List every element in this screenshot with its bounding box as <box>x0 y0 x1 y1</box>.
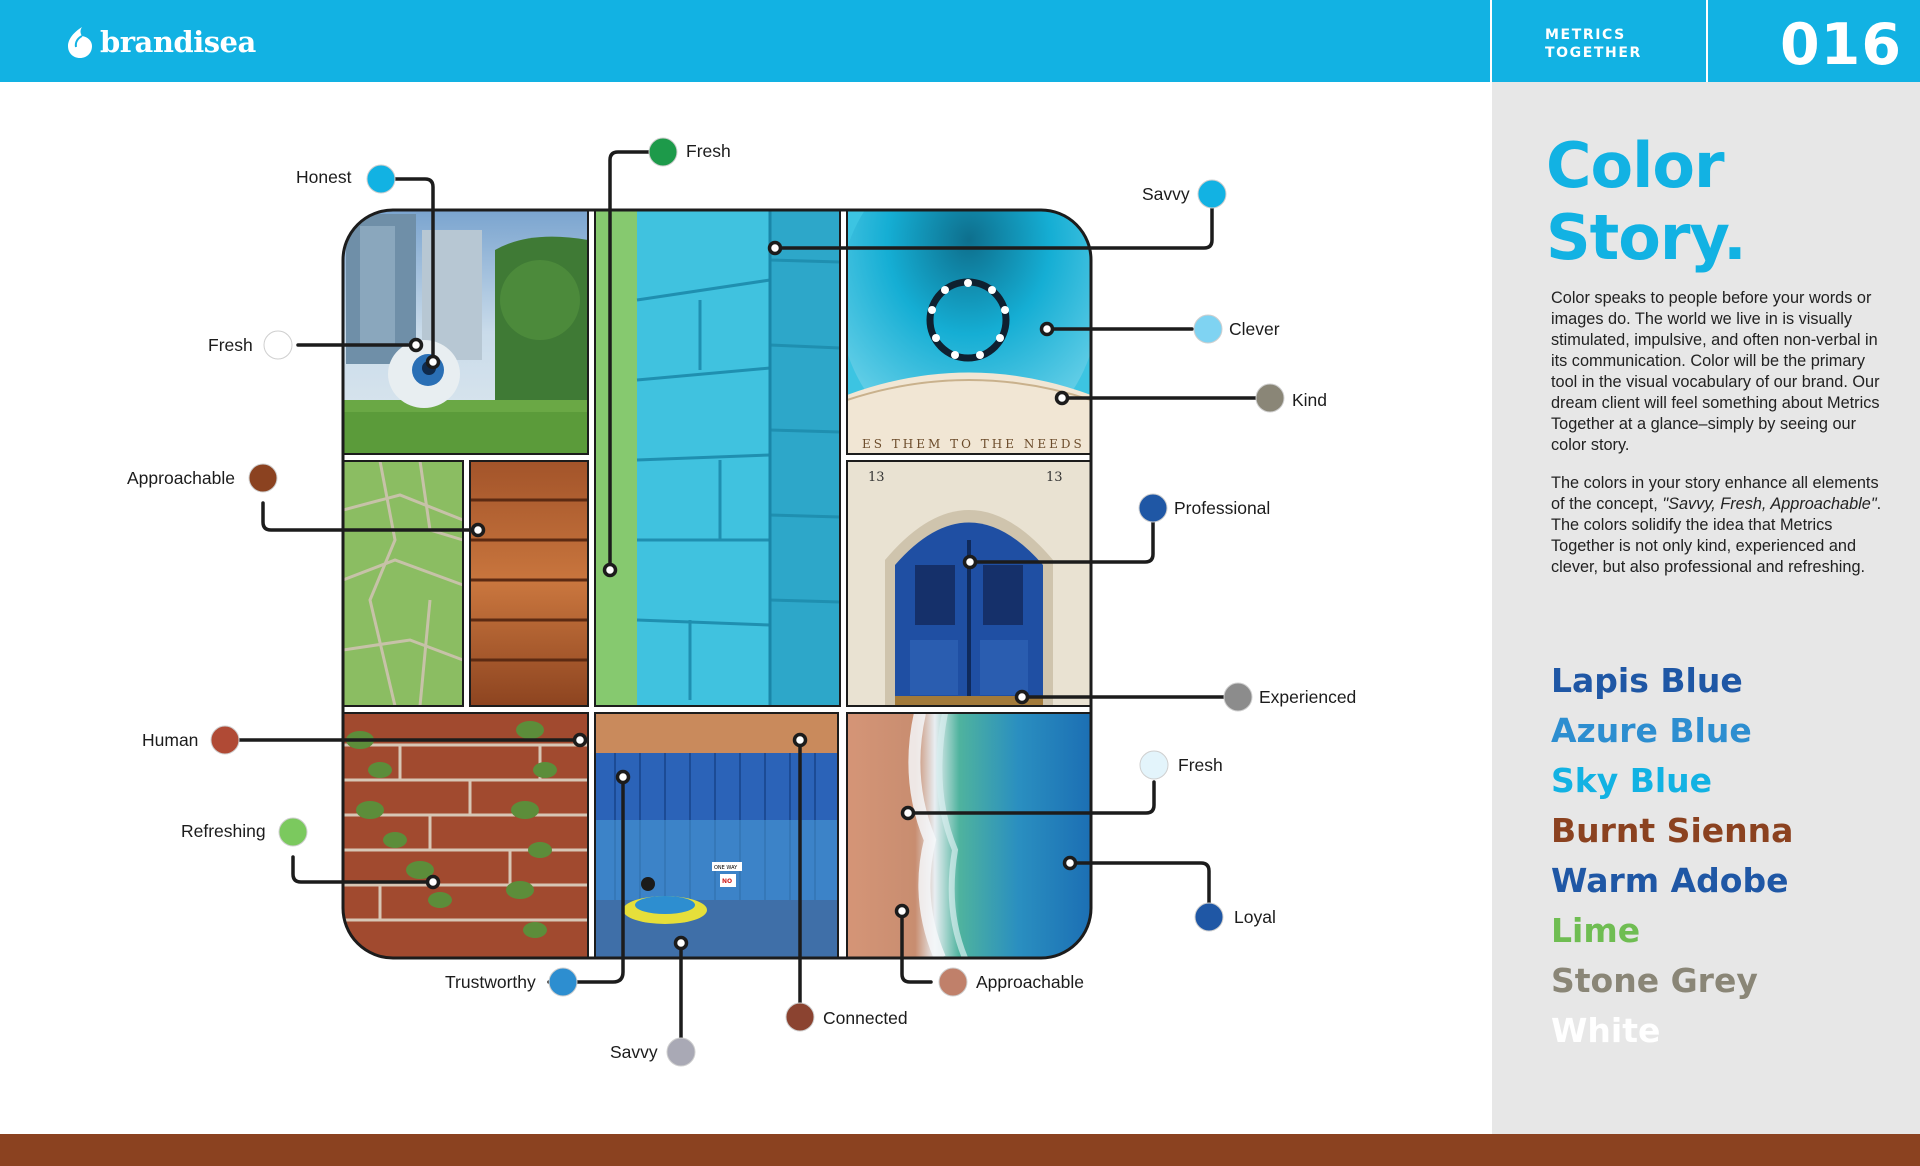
swatch-clever <box>1193 314 1223 344</box>
callout-label-savvy: Savvy <box>1142 184 1190 204</box>
swatch-connected <box>785 1002 815 1032</box>
photo-eye-sculpture <box>343 210 588 454</box>
concept-quote: "Savvy, Fresh, Approachable" <box>1662 495 1877 513</box>
palette-burnt-sienna: Burnt Sienna <box>1551 811 1794 850</box>
callout-label-experienced: Experienced <box>1259 687 1357 707</box>
palette-stone-grey: Stone Grey <box>1551 961 1758 1000</box>
header-divider <box>1706 0 1708 82</box>
no-sign: NO <box>722 878 732 885</box>
paragraph-2-text: The colors in your story enhance all ele… <box>1551 474 1879 513</box>
swatch-fresh <box>648 137 678 167</box>
swatch-human <box>210 725 240 755</box>
swatch-fresh <box>1139 750 1169 780</box>
dome-inscription: ES THEM TO THE NEEDS <box>862 437 1085 451</box>
photo-aerial-beach <box>847 711 1091 958</box>
callout-label-kind: Kind <box>1292 390 1328 410</box>
brand-logo[interactable]: brandisea <box>66 24 256 60</box>
swatch-savvy <box>666 1037 696 1067</box>
palette-lime: Lime <box>1551 911 1641 950</box>
callout-label-connected: Connected <box>823 1008 908 1028</box>
swatch-fresh <box>263 330 293 360</box>
callout-label-clever: Clever <box>1229 319 1280 339</box>
callout-label-savvy: Savvy <box>610 1042 658 1062</box>
callout-label-fresh: Fresh <box>1178 755 1223 775</box>
callout-markers <box>408 240 1078 951</box>
photo-red-brick-ivy <box>343 713 588 958</box>
mosaic-frame <box>341 208 1093 960</box>
callout-label-fresh: Fresh <box>686 141 731 161</box>
callout-label-refreshing: Refreshing <box>181 821 266 841</box>
page-number: 016 <box>1780 12 1902 78</box>
photo-bumper-car: ONE WAY NO <box>595 713 838 958</box>
palette-white: White <box>1551 1011 1661 1050</box>
color-story-sidebar: Color Story. Color speaks to people befo… <box>1492 82 1920 1134</box>
palette-azure-blue: Azure Blue <box>1551 711 1752 750</box>
photo-wood-logs <box>470 461 588 706</box>
footer-bar <box>0 1134 1920 1166</box>
palette-warm-adobe: Warm Adobe <box>1551 861 1789 900</box>
palette-sky-blue: Sky Blue <box>1551 761 1713 800</box>
callout-label-approachable: Approachable <box>976 972 1084 992</box>
client-name: METRICS TOGETHER <box>1545 26 1642 62</box>
drop-logo-icon <box>68 26 92 58</box>
callout-label-professional: Professional <box>1174 498 1271 518</box>
callout-label-approachable: Approachable <box>127 468 235 488</box>
page-title-line1: Color <box>1546 129 1725 202</box>
swatch-approachable <box>248 463 278 493</box>
swatch-approachable <box>938 967 968 997</box>
swatch-experienced <box>1223 682 1253 712</box>
swatch-honest <box>366 164 396 194</box>
header-bar: brandisea METRICS TOGETHER 016 <box>0 0 1920 82</box>
page-title: Color Story. <box>1546 129 1747 274</box>
door-number-right: 13 <box>1046 470 1063 485</box>
photo-mosaic: ES THEM TO THE NEEDS <box>210 137 1285 1067</box>
photo-blue-dome-chandelier: ES THEM TO THE NEEDS <box>839 210 1091 454</box>
door-number-left: 13 <box>868 470 885 485</box>
callout-label-human: Human <box>142 730 199 750</box>
palette-lapis-blue: Lapis Blue <box>1551 661 1743 700</box>
swatch-professional <box>1138 493 1168 523</box>
swatch-trustworthy <box>548 967 578 997</box>
swatch-savvy <box>1197 179 1227 209</box>
photo-blue-door: 13 13 <box>847 461 1091 706</box>
photo-blue-brick-wall <box>595 210 841 706</box>
callout-label-trustworthy: Trustworthy <box>445 972 536 992</box>
description-paragraph-2: The colors in your story enhance all ele… <box>1551 473 1883 578</box>
header-divider <box>1490 0 1492 82</box>
description-paragraph-1: Color speaks to people before your words… <box>1551 289 1880 454</box>
swatch-refreshing <box>278 817 308 847</box>
photo-green-tiles <box>343 460 464 707</box>
callout-label-loyal: Loyal <box>1234 907 1276 927</box>
callout-label-honest: Honest <box>296 167 352 187</box>
one-way-sign: ONE WAY <box>714 865 738 871</box>
page-title-line2: Story. <box>1546 201 1747 274</box>
client-name-line1: METRICS <box>1545 27 1626 43</box>
paragraph-2-text-end: . The colors solidify the idea that Metr… <box>1551 495 1882 576</box>
callout-label-fresh: Fresh <box>208 335 253 355</box>
color-palette-list: Lapis Blue Azure Blue Sky Blue Burnt Sie… <box>1551 656 1793 1056</box>
client-name-line2: TOGETHER <box>1545 45 1642 61</box>
brand-name: brandisea <box>100 25 256 59</box>
swatch-kind <box>1255 383 1285 413</box>
color-story-description: Color speaks to people before your words… <box>1551 288 1883 595</box>
callout-lines <box>237 150 1260 1053</box>
swatch-loyal <box>1194 902 1224 932</box>
